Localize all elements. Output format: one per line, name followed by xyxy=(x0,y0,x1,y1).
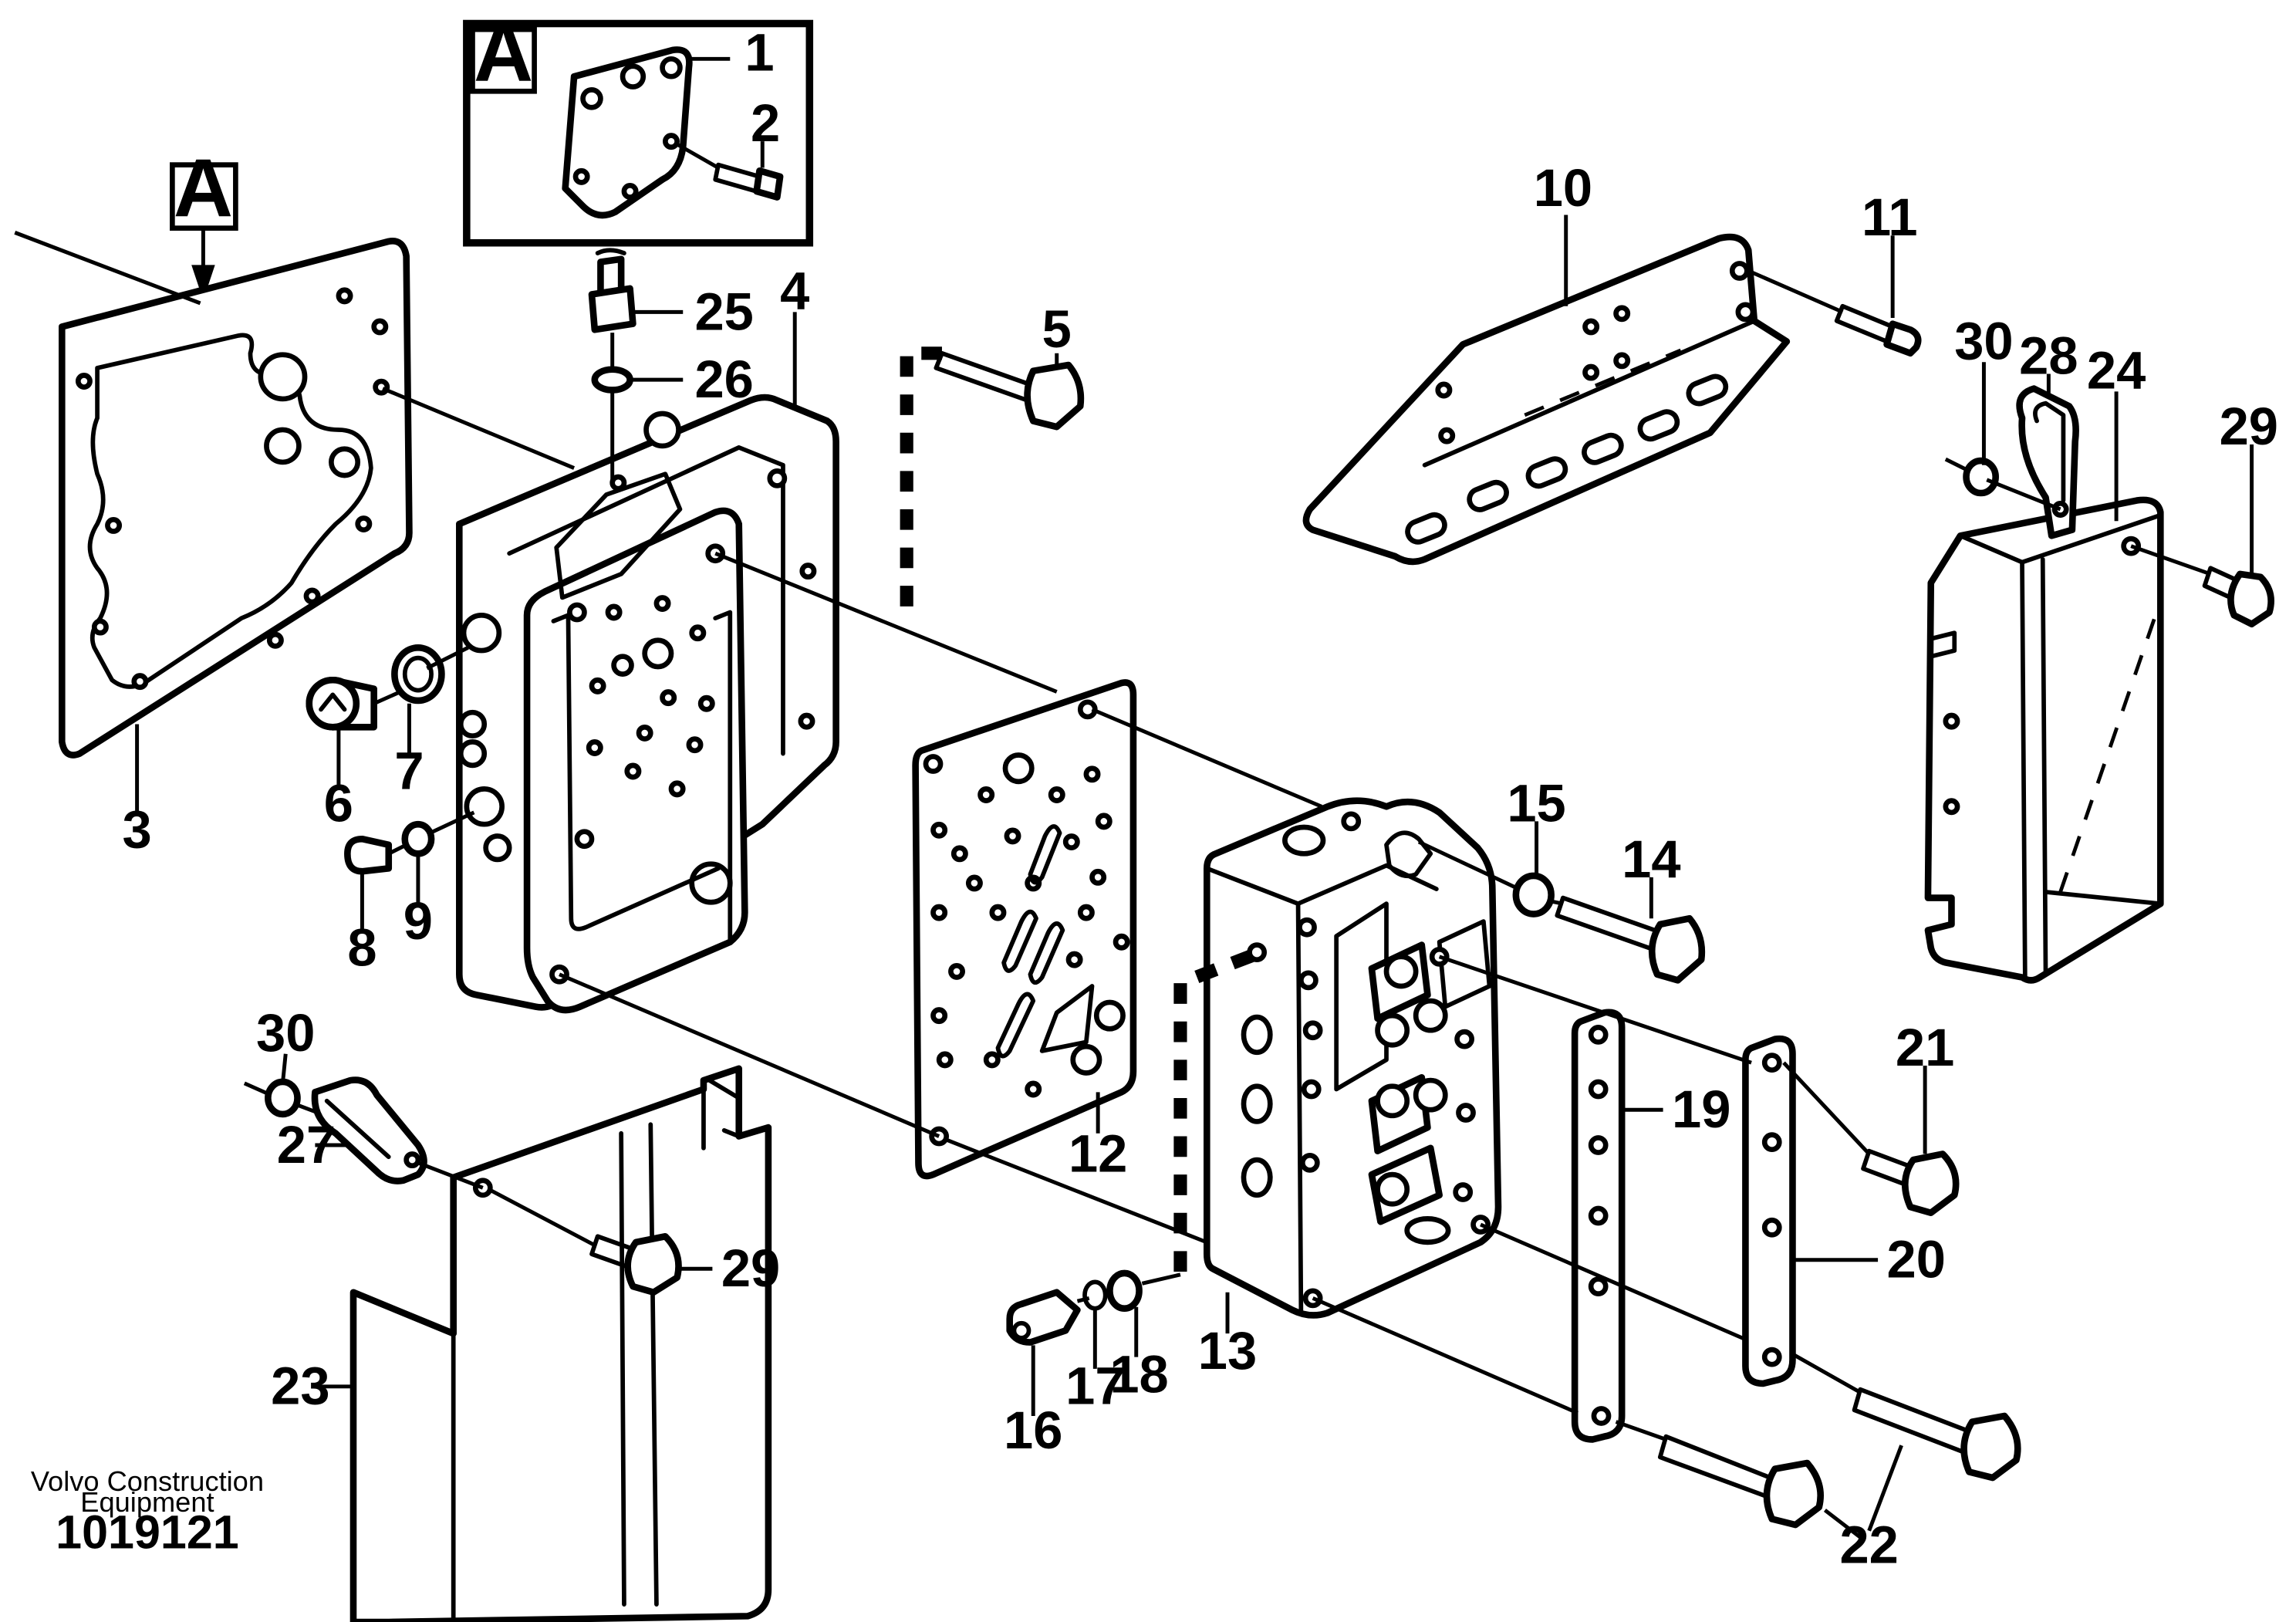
label-part-10: 10 xyxy=(1534,158,1592,218)
label-part-1: 1 xyxy=(745,23,774,83)
bolt-part-29-right xyxy=(2202,566,2274,628)
bracket-part-10 xyxy=(1302,233,1791,566)
label-part-23: 23 xyxy=(271,1357,329,1416)
label-part-17: 17 xyxy=(1065,1357,1124,1416)
washer-part-18 xyxy=(1106,1269,1143,1313)
label-part-6: 6 xyxy=(324,773,353,833)
washer-part-9 xyxy=(401,820,435,857)
label-part-19: 19 xyxy=(1672,1080,1730,1139)
washer-part-30-left xyxy=(265,1078,301,1118)
label-part-20: 20 xyxy=(1887,1230,1946,1289)
bolt-part-14 xyxy=(1555,895,1706,984)
label-part-28: 28 xyxy=(2019,326,2078,385)
bolt-part-29-left xyxy=(589,1232,682,1296)
label-part-12: 12 xyxy=(1069,1124,1127,1183)
label-part-14: 14 xyxy=(1622,830,1680,889)
gasket-part-3 xyxy=(59,238,413,759)
inset-letter: A xyxy=(474,6,533,99)
leader-lines xyxy=(135,215,2254,1542)
valve-block-part-13 xyxy=(1204,797,1502,1319)
svg-text:A: A xyxy=(174,141,233,234)
label-part-29-left: 29 xyxy=(721,1238,780,1298)
label-part-27: 27 xyxy=(277,1115,336,1174)
bolt-part-22-lower xyxy=(1657,1434,1824,1529)
inset-detail-a: A xyxy=(463,6,814,247)
label-part-30-right: 30 xyxy=(1954,311,2013,370)
label-part-9: 9 xyxy=(403,891,433,951)
inset-letter-box xyxy=(470,26,537,94)
document-number: 1019121 xyxy=(56,1506,239,1559)
plug-part-8 xyxy=(344,835,393,875)
label-part-13: 13 xyxy=(1198,1321,1257,1380)
valve-housing-part-4 xyxy=(456,394,839,1014)
screw-part-16 xyxy=(1006,1289,1081,1346)
clamp-part-28 xyxy=(2016,385,2079,539)
cover-part-23 xyxy=(349,1065,772,1622)
assembly-lines xyxy=(14,231,2211,1441)
label-part-2: 2 xyxy=(751,93,780,153)
label-part-11: 11 xyxy=(1862,188,1918,247)
plate-part-19 xyxy=(1571,1009,1626,1443)
label-part-21: 21 xyxy=(1896,1018,1954,1077)
label-part-8: 8 xyxy=(347,917,376,977)
label-part-4: 4 xyxy=(780,262,809,321)
bolt-part-21 xyxy=(1861,1148,1960,1217)
screw-part-11 xyxy=(1747,269,1922,357)
separator-plate-part-12 xyxy=(912,679,1137,1180)
washer-part-26 xyxy=(591,366,633,394)
ring-part-17 xyxy=(1082,1279,1108,1311)
washer-part-30-right xyxy=(1963,457,1999,497)
label-part-3: 3 xyxy=(122,800,151,860)
label-part-7: 7 xyxy=(394,741,424,800)
clamp-part-27 xyxy=(311,1076,427,1184)
label-part-29-right: 29 xyxy=(2220,397,2278,456)
credit-line-1: Volvo Construction xyxy=(31,1465,264,1497)
label-part-18: 18 xyxy=(1109,1344,1168,1404)
sensor-part-25 xyxy=(588,248,636,333)
bracket-part-24 xyxy=(1924,496,2164,984)
label-part-15: 15 xyxy=(1507,773,1565,833)
plug-part-6 xyxy=(306,676,377,731)
bolt-part-5 xyxy=(934,350,1085,431)
credit-line-2: Equipment xyxy=(80,1486,214,1518)
callout-a: A xyxy=(170,141,238,301)
label-part-24: 24 xyxy=(2087,341,2146,400)
part-number-labels: 1 2 3 4 5 6 7 8 9 10 11 12 13 14 15 16 1… xyxy=(122,23,2277,1575)
label-part-26: 26 xyxy=(695,350,754,409)
washer-part-7 xyxy=(391,644,445,705)
label-part-30-left: 30 xyxy=(256,1003,315,1063)
label-part-5: 5 xyxy=(1042,299,1072,359)
bolt-part-22-upper xyxy=(1852,1387,2021,1482)
label-part-25: 25 xyxy=(695,282,754,341)
credit-block: Volvo Construction Equipment 1019121 xyxy=(31,1465,264,1558)
washer-part-15 xyxy=(1512,872,1555,917)
label-part-22: 22 xyxy=(1839,1516,1898,1575)
plate-part-20 xyxy=(1742,1035,1796,1387)
label-part-16: 16 xyxy=(1004,1401,1062,1460)
